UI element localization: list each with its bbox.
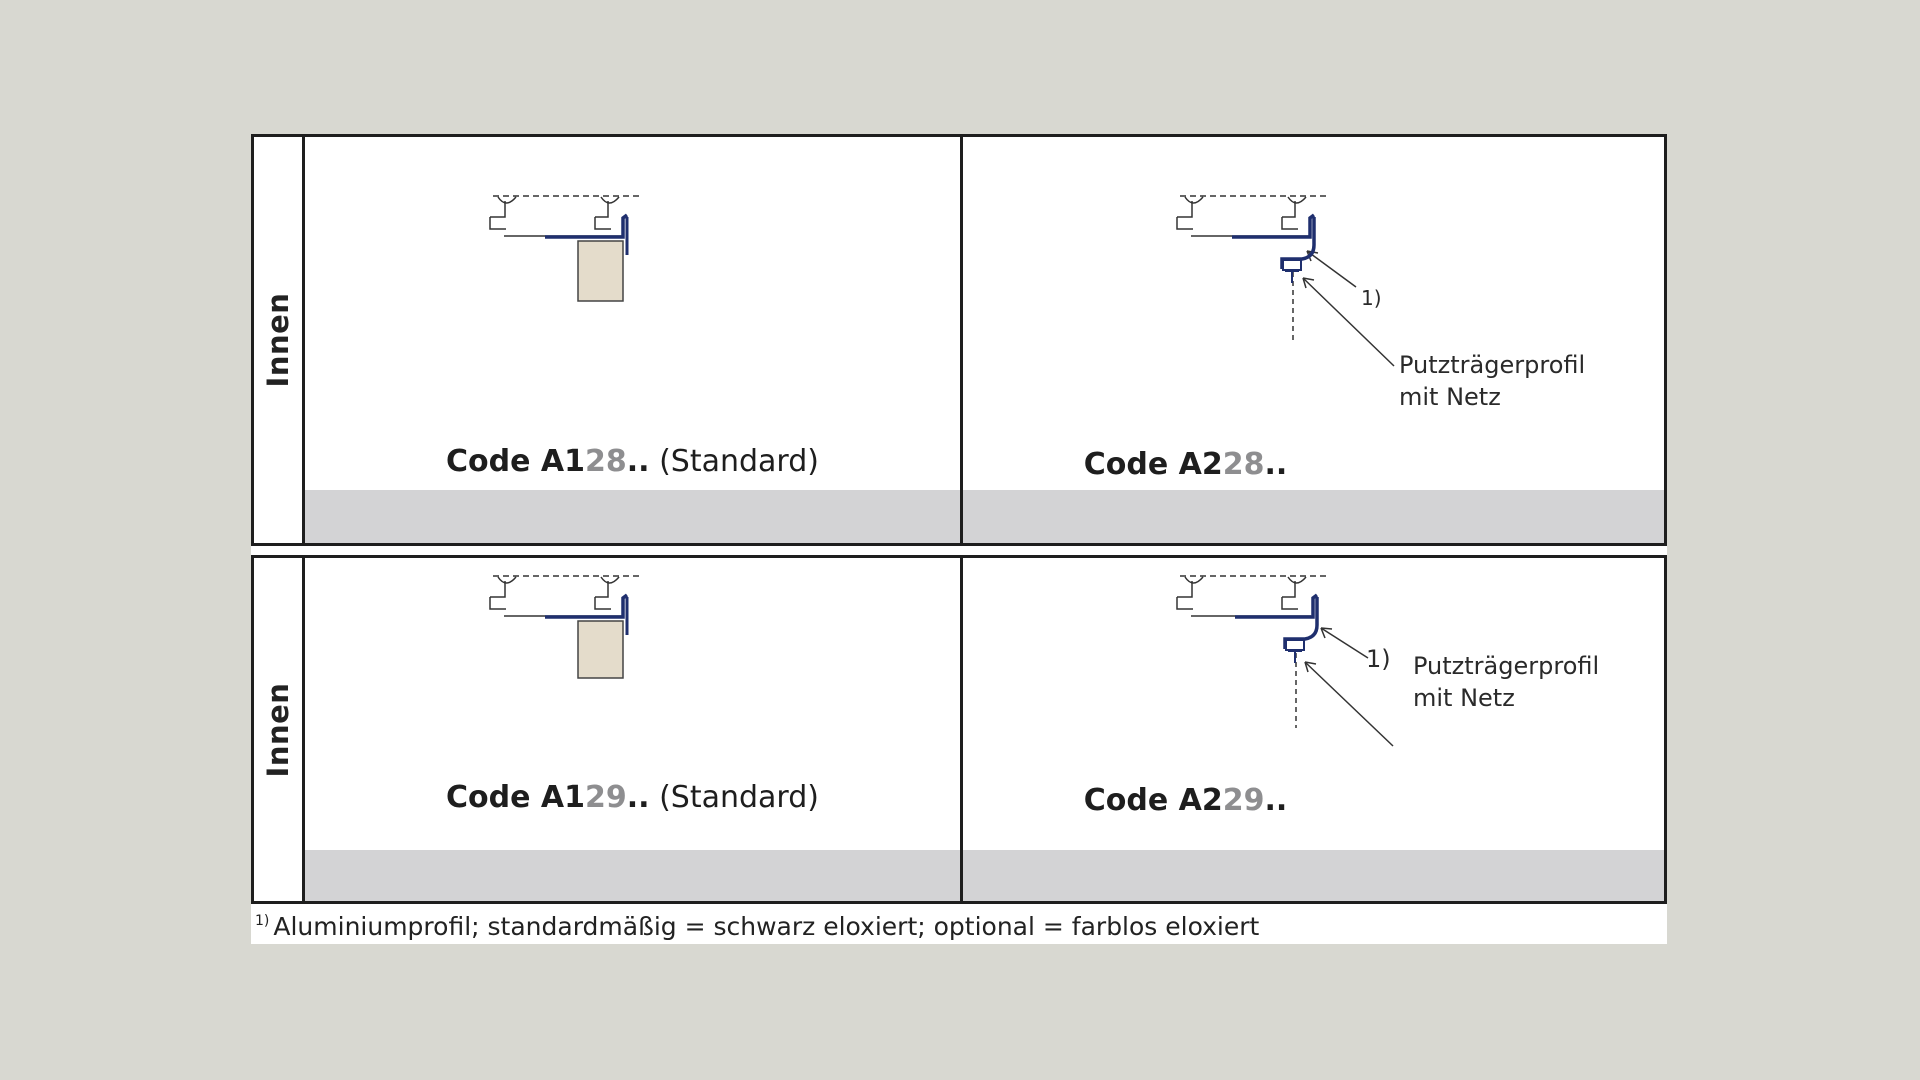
profile-drawing — [489, 575, 639, 679]
profile-drawing — [489, 195, 639, 302]
annotation-line-2: mit Netz — [1413, 684, 1515, 712]
footnote-text: Aluminiumprofil; standardmäßig = schwarz… — [273, 912, 1260, 941]
side-label: Innen — [261, 292, 295, 388]
callout-marker: 1) — [1361, 286, 1382, 310]
annotation-line-1: Putzträgerprofil — [1399, 351, 1586, 379]
callout-marker: 1) — [1366, 645, 1391, 673]
side-column: Innen — [254, 558, 305, 901]
gray-band — [305, 490, 960, 543]
detail-sheet: Innen Code A128.. (Standard) — [251, 134, 1667, 944]
detail-cell-a128: Code A128.. (Standard) — [305, 137, 963, 543]
gray-band — [963, 490, 1664, 543]
detail-cell-a228: 1) Putzträgerprofil mit Netz Code A228.. — [963, 137, 1664, 543]
detail-cell-a129: Code A129.. (Standard) — [305, 558, 963, 901]
detail-cell-a229: 1) Putzträgerprofil mit Netz Code A229.. — [963, 558, 1664, 901]
annotation-line-2: mit Netz — [1399, 383, 1501, 411]
code-label: Code A128.. (Standard) — [446, 444, 819, 479]
profile-drawing — [1176, 575, 1394, 747]
detail-table-2: Innen Code A129.. (Standard) — [251, 555, 1667, 904]
side-column: Innen — [254, 137, 305, 543]
code-label: Code A228.. — [1083, 447, 1288, 482]
annotation-line-1: Putzträgerprofil — [1413, 652, 1600, 680]
profile-drawing — [1176, 195, 1395, 367]
code-label: Code A129.. (Standard) — [446, 780, 819, 815]
footnote: 1)Aluminiumprofil; standardmäßig = schwa… — [255, 912, 1259, 941]
side-label: Innen — [261, 682, 295, 777]
gray-band — [305, 850, 960, 901]
detail-table-1: Innen Code A128.. (Standard) — [251, 134, 1667, 546]
code-label: Code A229.. — [1083, 783, 1288, 818]
gray-band — [963, 850, 1664, 901]
footnote-marker: 1) — [255, 913, 270, 929]
